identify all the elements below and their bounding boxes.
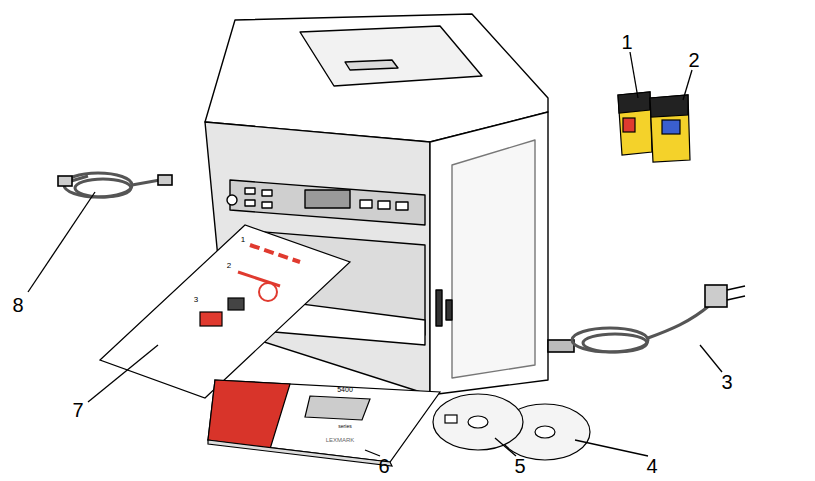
cartridge-label [662, 120, 680, 134]
series-text: series [338, 424, 351, 429]
cd [433, 394, 523, 450]
usb-plug [158, 175, 172, 185]
feeder-handle [345, 60, 398, 70]
callout-number: 5 [514, 456, 525, 476]
leader-line [365, 450, 380, 456]
black-cartridge [650, 95, 690, 162]
power-button [227, 195, 237, 205]
button [245, 200, 255, 206]
button [262, 202, 272, 208]
card-slot [446, 300, 452, 320]
card-slot [436, 290, 442, 326]
cds [433, 394, 590, 460]
leader-line [700, 345, 722, 372]
user-guide [208, 380, 440, 466]
printer-top [205, 14, 548, 142]
cord-connector [548, 340, 574, 352]
cartridge-top [650, 95, 688, 117]
callout-number: 2 [688, 50, 699, 70]
callout-number: 8 [12, 295, 23, 315]
cable-coil [75, 179, 131, 197]
step-number: 3 [194, 296, 198, 304]
guide-printer-image [305, 396, 370, 420]
leader-line [28, 192, 95, 292]
display [305, 190, 350, 208]
guide-red-band [208, 380, 290, 449]
button [262, 190, 272, 196]
callout-number: 1 [621, 32, 632, 52]
guide-pages [208, 440, 392, 466]
button [396, 202, 408, 210]
model-number: 5400 [337, 386, 353, 393]
leader-line [495, 438, 516, 456]
no-symbol [259, 283, 277, 301]
usb-cable [58, 173, 172, 197]
document-feeder [300, 26, 482, 86]
callout-number: 7 [72, 400, 83, 420]
sheet-line [250, 245, 300, 262]
callout-number: 6 [378, 456, 389, 476]
side-panel [452, 140, 535, 378]
sheet-image [228, 298, 244, 310]
guide-cover [208, 380, 440, 462]
cartridges [618, 92, 690, 162]
leader-line [88, 345, 158, 402]
cd-icon [445, 415, 457, 423]
callout-number: 3 [721, 372, 732, 392]
sheet-image [200, 312, 222, 326]
sheet [100, 225, 350, 398]
button [378, 201, 390, 209]
usb-plug [58, 176, 72, 186]
plug-prongs [727, 286, 745, 300]
printer-side [430, 112, 548, 395]
wall-plug [705, 285, 727, 307]
cd-hub [535, 426, 555, 438]
button [245, 188, 255, 194]
cable [68, 176, 160, 185]
power-cord [548, 285, 745, 352]
callout-number: 4 [646, 456, 657, 476]
leader-line [575, 440, 648, 456]
step-number: 2 [227, 262, 231, 270]
control-panel [230, 180, 425, 225]
cord [648, 305, 710, 338]
leader-line [683, 70, 692, 100]
color-cartridge [618, 92, 652, 155]
leader-lines [28, 52, 722, 456]
setup-sheet [100, 225, 350, 398]
button [360, 200, 372, 208]
cord-coil [572, 328, 648, 352]
cable-coil [64, 173, 132, 197]
leader-line [630, 52, 638, 98]
brand-name: LEXMARK [326, 437, 355, 443]
cd-hub [468, 416, 488, 428]
cord-coil [583, 334, 647, 352]
cartridge-top [618, 92, 650, 113]
cartridge-label [623, 118, 635, 132]
step-number: 1 [241, 236, 245, 244]
